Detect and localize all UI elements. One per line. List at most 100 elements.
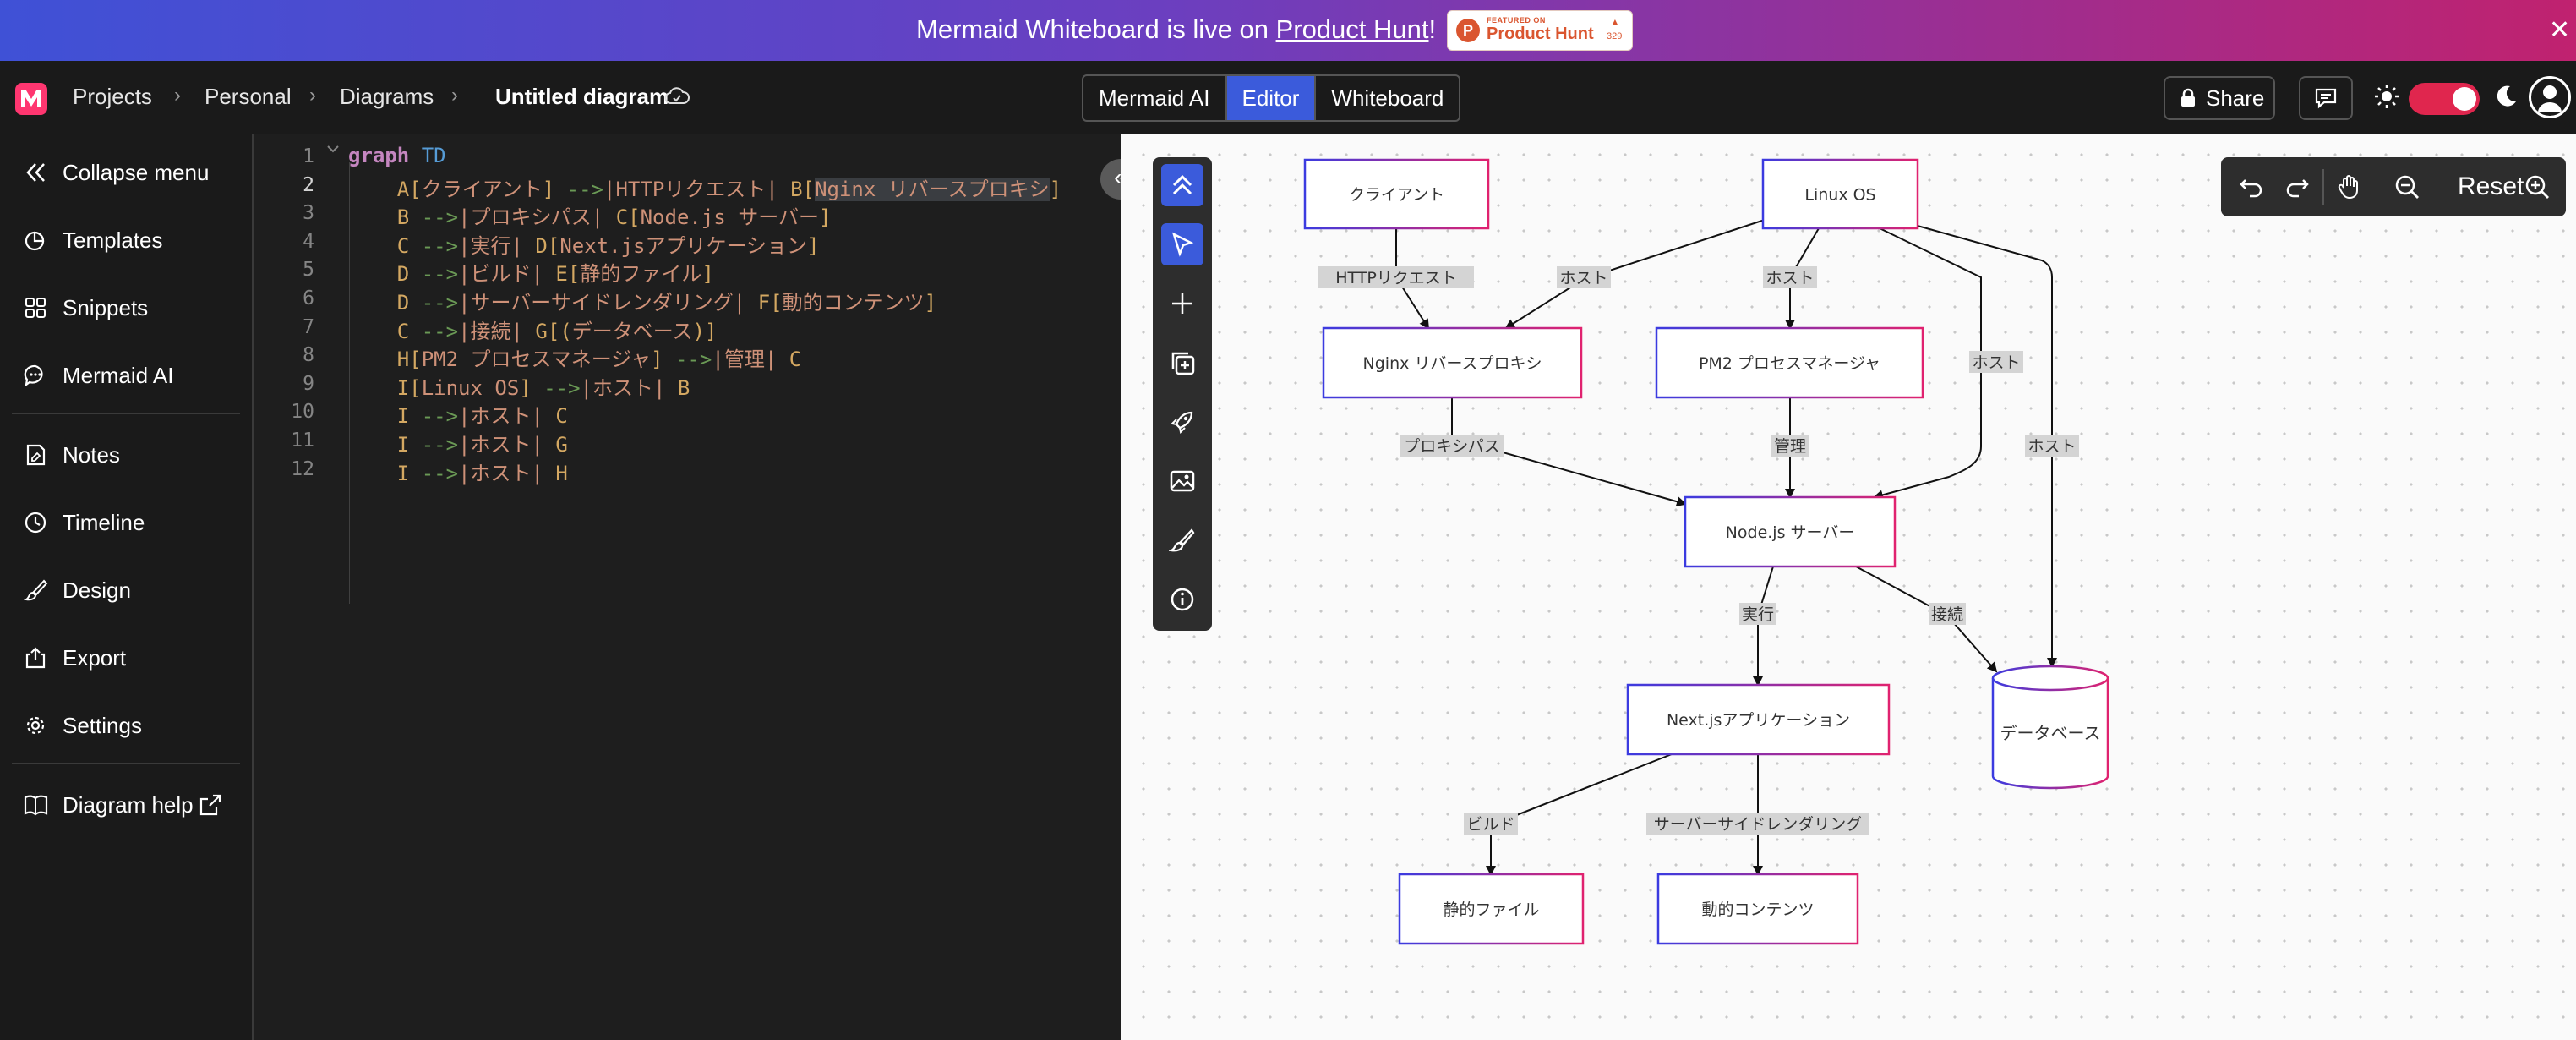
badge-featured-text: FEATURED ON <box>1487 16 1546 25</box>
edge-ig <box>1907 222 2057 668</box>
edge-label-bg <box>2025 435 2079 457</box>
node-label: Nginx リバースプロキシ <box>1363 354 1542 373</box>
sidebar-item-label: Timeline <box>63 510 145 535</box>
share-button[interactable]: Share <box>2164 76 2275 120</box>
theme-toggle[interactable] <box>2409 83 2480 115</box>
node-f[interactable] <box>1656 873 1859 945</box>
breadcrumb-personal[interactable]: Personal <box>205 84 292 109</box>
cloud-saved-icon <box>664 86 690 111</box>
banner-message-text: Mermaid Whiteboard is live on <box>916 14 1276 44</box>
sidebar-item-export[interactable]: Export <box>24 639 243 676</box>
edge-cd <box>1753 566 1774 687</box>
sidebar-item-settings[interactable]: Settings <box>24 707 243 744</box>
node-label: 静的ファイル <box>1443 900 1539 919</box>
code-line[interactable]: C -->|接続| G[(データベース)] <box>396 319 718 343</box>
pan-button[interactable] <box>2329 166 2371 208</box>
edge-label: 接続 <box>1931 605 1963 624</box>
export-icon <box>25 647 46 669</box>
code-line[interactable]: I -->|ホスト| G <box>396 433 568 457</box>
node-c[interactable] <box>1684 495 1897 568</box>
info-tool[interactable] <box>1161 578 1203 621</box>
code-line[interactable]: I -->|ホスト| C <box>396 404 568 429</box>
sidebar-item-label: Mermaid AI <box>63 363 174 388</box>
code-line[interactable]: B -->|プロキシパス| C[Node.js サーバー] <box>396 205 832 230</box>
code-line[interactable]: I[Linux OS] -->|ホスト| B <box>396 375 690 400</box>
breadcrumb-separator: › <box>451 84 458 107</box>
sidebar-item-diagram-help[interactable]: Diagram help <box>24 786 243 824</box>
breadcrumb-diagrams[interactable]: Diagrams <box>340 84 434 109</box>
sidebar-divider <box>12 413 240 414</box>
code-line[interactable]: I -->|ホスト| H <box>396 461 568 485</box>
chat-icon <box>24 364 43 387</box>
tab-editor[interactable]: Editor <box>1226 76 1317 120</box>
mode-tabs: Mermaid AI Editor Whiteboard <box>1082 74 1461 122</box>
feedback-button[interactable] <box>2299 76 2353 120</box>
breadcrumb-projects[interactable]: Projects <box>73 84 152 109</box>
sidebar-item-label: Collapse menu <box>63 160 210 185</box>
close-banner-button[interactable]: ✕ <box>2549 16 2571 44</box>
brush-tool[interactable] <box>1161 519 1203 561</box>
sidebar-item-label: Design <box>63 577 131 603</box>
diagram-title[interactable]: Untitled diagram <box>495 84 669 109</box>
node-b[interactable] <box>1322 326 1583 399</box>
code-line[interactable]: H[PM2 プロセスマネージャ] -->|管理| C <box>396 348 802 372</box>
clock-icon <box>25 512 46 534</box>
tab-mermaid-ai[interactable]: Mermaid AI <box>1083 76 1227 120</box>
product-hunt-badge[interactable]: P FEATURED ON Product Hunt ▲ 329 <box>1447 10 1633 51</box>
sidebar-item-templates[interactable]: Templates <box>24 222 243 259</box>
zoom-out-icon <box>2395 175 2419 199</box>
edge-label-bg <box>1400 435 1504 457</box>
image-icon <box>1170 470 1195 492</box>
redo-button[interactable] <box>2277 166 2319 208</box>
edge-label: プロキシパス <box>1404 437 1499 456</box>
code-line[interactable]: A[クライアント] -->|HTTPリクエスト| B[Nginx リバースプロキ… <box>396 177 1062 201</box>
collapse-toolbar-button[interactable] <box>1161 164 1203 206</box>
sidebar-item-label: Snippets <box>63 295 149 320</box>
node-label: データベース <box>2000 723 2101 743</box>
tab-whiteboard[interactable]: Whiteboard <box>1331 85 1444 111</box>
sidebar-item-mermaid-ai[interactable]: Mermaid AI <box>24 357 243 394</box>
snippets-icon <box>25 298 46 318</box>
fold-chevron-icon[interactable] <box>325 140 341 161</box>
image-tool[interactable] <box>1161 460 1203 502</box>
sidebar-item-notes[interactable]: Notes <box>24 436 243 473</box>
product-hunt-link[interactable]: Product Hunt <box>1275 14 1429 44</box>
cursor-icon <box>1171 232 1194 257</box>
sidebar-item-design[interactable]: Design <box>24 572 243 609</box>
info-icon <box>1171 588 1194 611</box>
code-line[interactable]: D -->|ビルド| E[静的ファイル] <box>396 262 714 287</box>
undo-button[interactable] <box>2231 166 2273 208</box>
edge-label: ビルド <box>1466 815 1514 834</box>
duplicate-tool[interactable] <box>1161 342 1203 384</box>
node-d[interactable] <box>1626 683 1891 756</box>
rocket-tool[interactable] <box>1161 401 1203 443</box>
edge-label-bg <box>1557 266 1611 288</box>
node-e[interactable] <box>1398 873 1585 945</box>
node-g-database[interactable] <box>1991 665 2109 790</box>
sidebar-item-snippets[interactable]: Snippets <box>24 289 243 326</box>
add-tool[interactable] <box>1161 282 1203 325</box>
reset-zoom-button[interactable]: Reset <box>2458 172 2524 200</box>
select-tool[interactable] <box>1161 223 1203 265</box>
sidebar-item-label: Diagram help <box>63 792 194 818</box>
mermaid-logo-icon[interactable] <box>15 83 47 115</box>
sidebar-item-collapse-menu[interactable]: Collapse menu <box>24 154 243 191</box>
user-avatar[interactable] <box>2529 76 2571 118</box>
banner-message-suffix: ! <box>1428 14 1437 44</box>
node-a[interactable] <box>1303 158 1490 230</box>
node-i[interactable] <box>1761 158 1919 230</box>
zoom-in-button[interactable] <box>2517 166 2559 208</box>
line-number: 12 <box>291 457 314 480</box>
sidebar-item-timeline[interactable]: Timeline <box>24 504 243 541</box>
code-line[interactable]: C -->|実行| D[Next.jsアプリケーション] <box>396 233 820 258</box>
line-number: 2 <box>303 173 314 196</box>
double-chevron-up-icon <box>1172 174 1192 195</box>
edge-label-bg <box>1969 351 2023 373</box>
code-line[interactable]: graph TD <box>348 144 446 167</box>
node-label: PM2 プロセスマネージャ <box>1699 354 1880 373</box>
code-line[interactable]: D -->|サーバーサイドレンダリング| F[動的コンテンツ] <box>396 291 937 315</box>
zoom-out-button[interactable] <box>2387 166 2429 208</box>
node-h[interactable] <box>1655 326 1924 399</box>
